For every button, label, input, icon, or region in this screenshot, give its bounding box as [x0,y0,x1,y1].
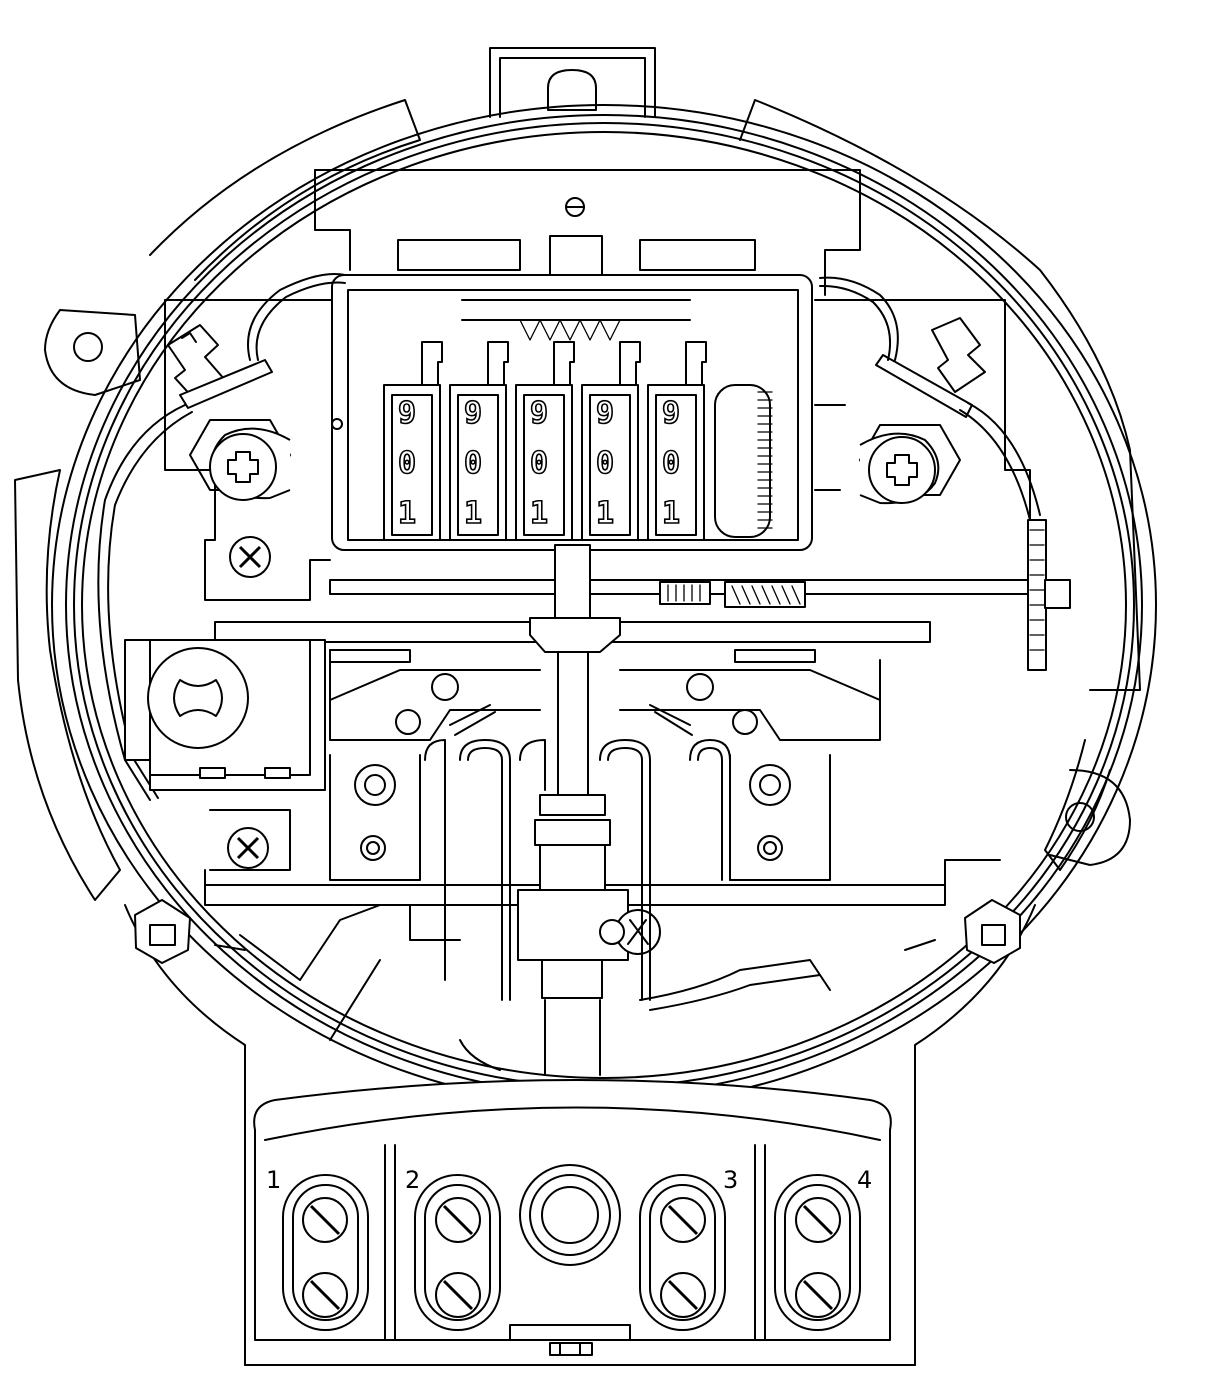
small-screw-lower [209,809,291,871]
register-dial: 9 0 1 [515,341,575,541]
coil-assembly [239,649,881,1076]
dial-digit-mid: 0 [530,446,548,481]
terminal-label-4: 4 [857,1166,872,1194]
terminal-label-2: 2 [405,1166,420,1194]
binding-screw-left [189,419,291,501]
register-dial: 9 0 1 [647,341,707,541]
small-screw-upper [229,536,271,578]
terminal-label-3: 3 [723,1166,738,1194]
dial-digit-low: 1 [464,496,482,531]
terminal-block: 1 2 3 4 [253,1079,892,1356]
register-assembly: 9 0 1 9 0 1 9 0 1 9 0 1 [331,274,846,551]
dial-digit-low: 1 [530,496,548,531]
register-dial: 9 0 1 [581,341,641,541]
dial-digit-low: 1 [398,496,416,531]
dial-digit-top: 9 [398,396,416,431]
terminal-2 [414,1174,501,1331]
dial-digit-mid: 0 [596,446,614,481]
binding-screw-right [859,424,961,505]
dial-digit-low: 1 [662,496,680,531]
terminal-4 [774,1174,861,1331]
register-dial: 9 0 1 [383,341,443,541]
wire-connectors [97,273,1041,951]
dial-digit-mid: 0 [398,446,416,481]
dial-digit-mid: 0 [464,446,482,481]
left-bracket [124,639,326,791]
dial-digit-top: 9 [530,396,548,431]
dial-digit-top: 9 [596,396,614,431]
dial-digit-mid: 0 [662,446,680,481]
dial-digit-top: 9 [662,396,680,431]
dial-digit-top: 9 [464,396,482,431]
register-dial: 9 0 1 [449,341,509,541]
rotor-shaft-assembly [214,519,1071,999]
terminal-3 [639,1174,726,1331]
terminal-label-1: 1 [266,1166,281,1194]
dial-digit-low: 1 [596,496,614,531]
terminal-1 [282,1174,369,1331]
